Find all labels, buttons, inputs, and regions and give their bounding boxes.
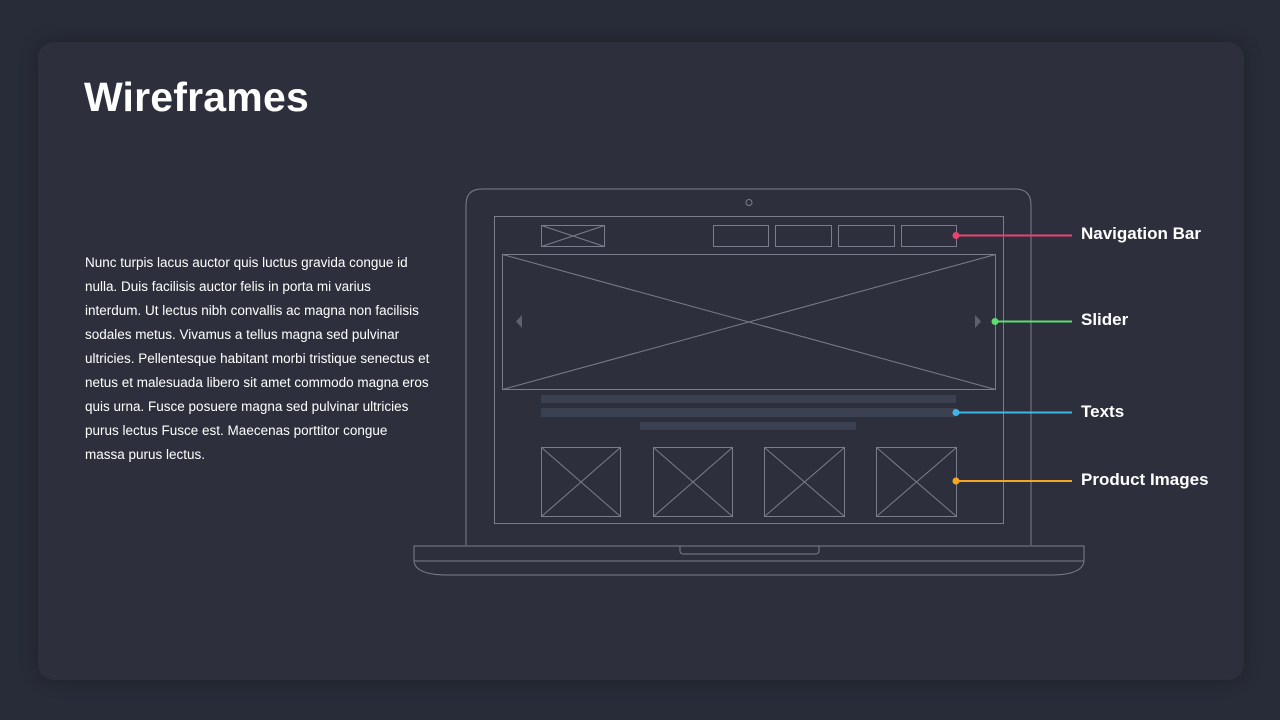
logo-placeholder [541, 225, 605, 247]
callout-label-texts: Texts [1081, 402, 1125, 421]
laptop-base [413, 545, 1085, 576]
laptop-screen [494, 216, 1004, 524]
nav-item-1 [713, 225, 769, 247]
product-image-1 [541, 447, 621, 517]
callout-label-slider: Slider [1081, 310, 1129, 329]
slide-card [38, 42, 1244, 680]
slider-prev-arrow-icon [516, 315, 522, 328]
slide-title: Wireframes [84, 74, 309, 120]
laptop-notch [679, 546, 820, 555]
callout-texts-connector [952, 409, 1072, 416]
laptop-camera [745, 199, 753, 206]
text-line-3 [640, 422, 856, 430]
body-paragraph: Nunc turpis lacus auctor quis luctus gra… [85, 255, 430, 462]
product-image-3 [764, 447, 845, 517]
product-image-2 [653, 447, 733, 517]
slider-placeholder [502, 254, 996, 390]
laptop-lid [465, 188, 1032, 545]
text-line-2 [541, 408, 956, 417]
slider-next-arrow-icon [975, 315, 981, 328]
text-line-1 [541, 395, 956, 403]
callout-navigation-bar-connector [952, 232, 1072, 239]
callout-product-images-connector [952, 477, 1072, 485]
nav-item-3 [838, 225, 895, 247]
nav-item-2 [775, 225, 832, 247]
callout-label-navigation-bar: Navigation Bar [1081, 224, 1201, 243]
callout-slider-connector [991, 318, 1072, 325]
nav-item-4 [901, 225, 957, 247]
callout-label-product-images: Product Images [1081, 470, 1209, 489]
product-image-4 [876, 447, 957, 517]
